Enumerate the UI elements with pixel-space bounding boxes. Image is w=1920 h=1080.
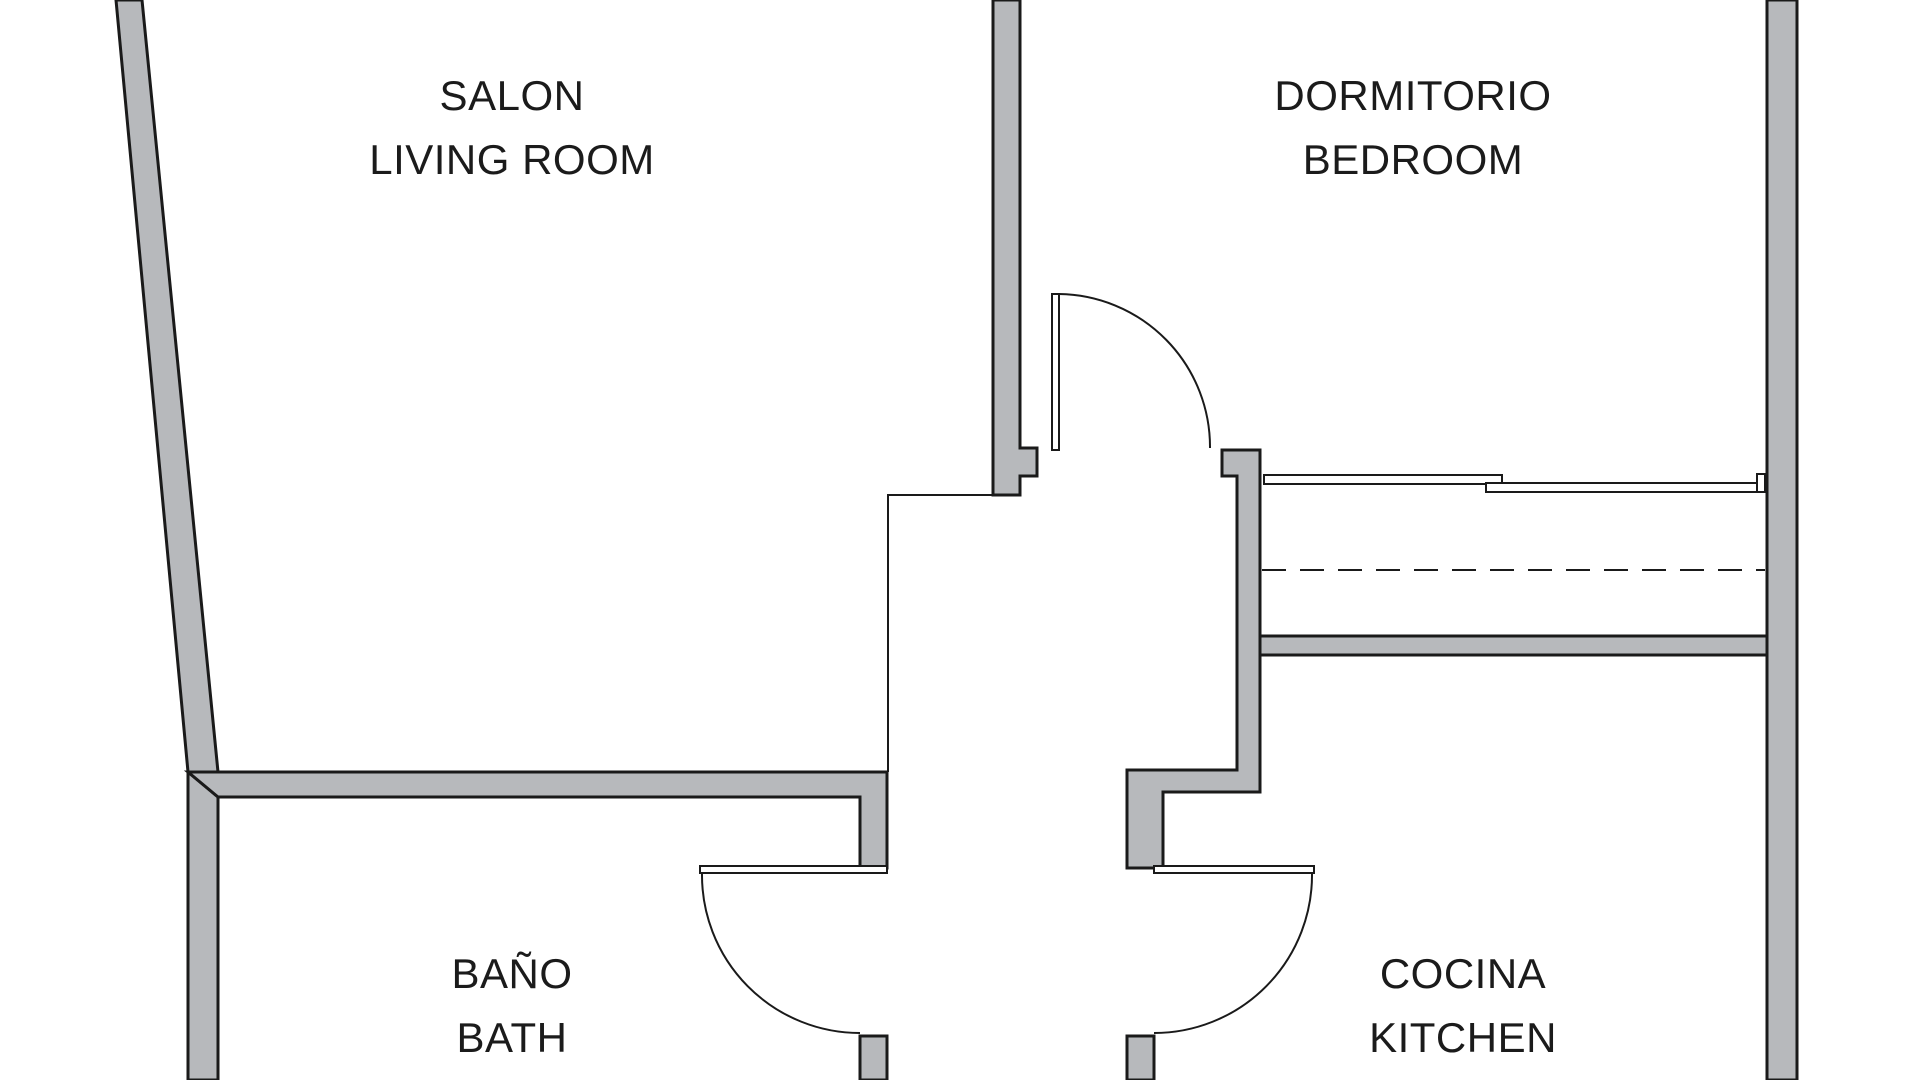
wardrobe-door-left	[1263, 474, 1503, 485]
room-name-kitchen-en: KITCHEN	[1369, 1014, 1557, 1061]
wall-living-bath	[183, 770, 889, 870]
bath-door-swing	[700, 872, 861, 1034]
corridor-partition	[887, 494, 993, 772]
room-label-bedroom: DORMITORIO BEDROOM	[1274, 64, 1551, 192]
wall-kitchen-jamb	[1125, 1034, 1156, 1080]
bath-door-leaf	[699, 865, 888, 874]
wardrobe-door-end	[1756, 473, 1766, 493]
wall-bath-jamb	[858, 1034, 889, 1080]
bedroom-door-leaf	[1051, 293, 1060, 451]
wall-bedroom-kitchen	[1258, 634, 1769, 657]
wall-left-lower	[186, 768, 220, 1080]
thin-lines	[699, 293, 1766, 1034]
room-name-bath-es: BAÑO	[451, 950, 573, 997]
wall-right	[1765, 0, 1799, 1080]
room-name-living-en: LIVING ROOM	[369, 136, 655, 183]
kitchen-door-leaf	[1153, 865, 1315, 874]
wall-left-slanted	[114, 0, 220, 774]
room-label-bath: BAÑO BATH	[451, 942, 572, 1070]
room-name-bedroom-en: BEDROOM	[1302, 136, 1524, 183]
room-label-living: SALON LIVING ROOM	[369, 64, 655, 192]
room-name-bath-en: BATH	[456, 1014, 568, 1061]
kitchen-door-swing	[1153, 872, 1314, 1034]
wall-living-bedroom	[991, 0, 1039, 497]
room-name-living-es: SALON	[439, 72, 585, 119]
wardrobe-door-right	[1485, 482, 1763, 493]
wall-corridor-right	[1125, 448, 1262, 870]
room-name-bedroom-es: DORMITORIO	[1274, 72, 1552, 119]
room-label-kitchen: COCINA KITCHEN	[1369, 942, 1557, 1070]
room-name-kitchen-es: COCINA	[1379, 950, 1547, 997]
bedroom-door-swing	[1058, 293, 1212, 449]
